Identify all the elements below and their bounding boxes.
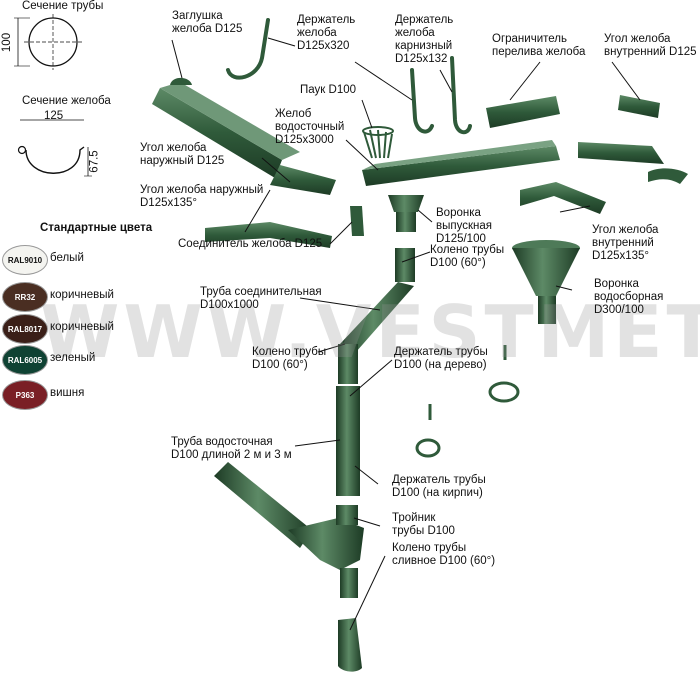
part-label: Угол желоба наружный D125x135° bbox=[140, 184, 264, 209]
part-label: Колено трубы сливное D100 (60°) bbox=[392, 542, 496, 567]
part-label: Держатель желоба D125x320 bbox=[297, 14, 356, 52]
collector-funnel-part bbox=[512, 240, 580, 324]
pipe-section-label: Сечение трубы bbox=[22, 0, 104, 12]
end-cap-part bbox=[170, 77, 192, 85]
downpipe-system bbox=[214, 248, 415, 672]
gutter-section-label: Сечение желоба bbox=[22, 95, 111, 107]
spider-part bbox=[362, 126, 394, 159]
brackets bbox=[226, 18, 472, 135]
color-swatch: P363 bbox=[2, 380, 48, 410]
part-label: Соединитель желоба D125 bbox=[178, 238, 323, 250]
part-label: Угол желоба внутренний D125x135° bbox=[592, 224, 659, 262]
part-label: Воронка выпускная D125/100 bbox=[436, 207, 492, 245]
outlet-funnel-part bbox=[388, 195, 424, 232]
color-swatch: RAL9010 bbox=[2, 245, 48, 275]
part-label: Угол желоба внутренний D125 bbox=[604, 33, 697, 58]
color-name: коричневый bbox=[50, 321, 114, 333]
part-label: Держатель желоба карнизный D125x132 bbox=[395, 14, 454, 65]
part-label: Ограничитель перелива желоба bbox=[492, 33, 586, 58]
color-name: зеленый bbox=[50, 352, 96, 364]
part-label: Воронка водосборная D300/100 bbox=[594, 278, 664, 316]
gutter-left bbox=[152, 82, 336, 195]
part-label: Заглушка желоба D125 bbox=[172, 10, 243, 35]
outside-corner-135-part bbox=[205, 222, 332, 248]
part-label: Колено трубы D100 (60°) bbox=[252, 346, 327, 371]
part-label: Труба соединительная D100x1000 bbox=[200, 286, 322, 311]
watermark: WWW.VESTMET.RU bbox=[40, 290, 700, 374]
part-label: Колено трубы D100 (60°) bbox=[430, 244, 505, 269]
gutter-depth-label: 67.5 bbox=[88, 150, 101, 173]
color-name: вишня bbox=[50, 387, 85, 399]
gutter-main bbox=[362, 140, 560, 186]
pipe-section-drawing bbox=[14, 14, 82, 70]
part-label: Угол желоба наружный D125 bbox=[140, 142, 225, 167]
gutter-right bbox=[578, 95, 688, 184]
part-label: Труба водосточная D100 длиной 2 м и 3 м bbox=[171, 436, 292, 461]
part-label: Паук D100 bbox=[300, 84, 357, 96]
overflow-limiter-part bbox=[486, 96, 560, 128]
gutter-section-drawing bbox=[17, 119, 92, 177]
color-swatch: RAL6005 bbox=[2, 345, 48, 375]
leader-lines bbox=[171, 37, 641, 631]
part-label: Держатель трубы D100 (на кирпич) bbox=[392, 474, 486, 499]
color-name: белый bbox=[50, 252, 84, 264]
gutter-width-label: 125 bbox=[44, 110, 64, 122]
gutter-connector-part bbox=[350, 206, 364, 236]
pipe-dim-label: 100 bbox=[1, 32, 14, 53]
colors-title: Стандартные цвета bbox=[40, 222, 153, 234]
pipe-holders bbox=[415, 345, 520, 458]
part-label: Тройник трубы D100 bbox=[392, 512, 455, 537]
color-name: коричневый bbox=[50, 289, 114, 301]
color-swatch: RR32 bbox=[2, 282, 48, 312]
part-label: Желоб водосточный D125x3000 bbox=[275, 108, 345, 146]
inside-corner-135-part bbox=[520, 182, 606, 214]
part-label: Держатель трубы D100 (на дерево) bbox=[394, 346, 488, 371]
color-swatch: RAL8017 bbox=[2, 314, 48, 344]
